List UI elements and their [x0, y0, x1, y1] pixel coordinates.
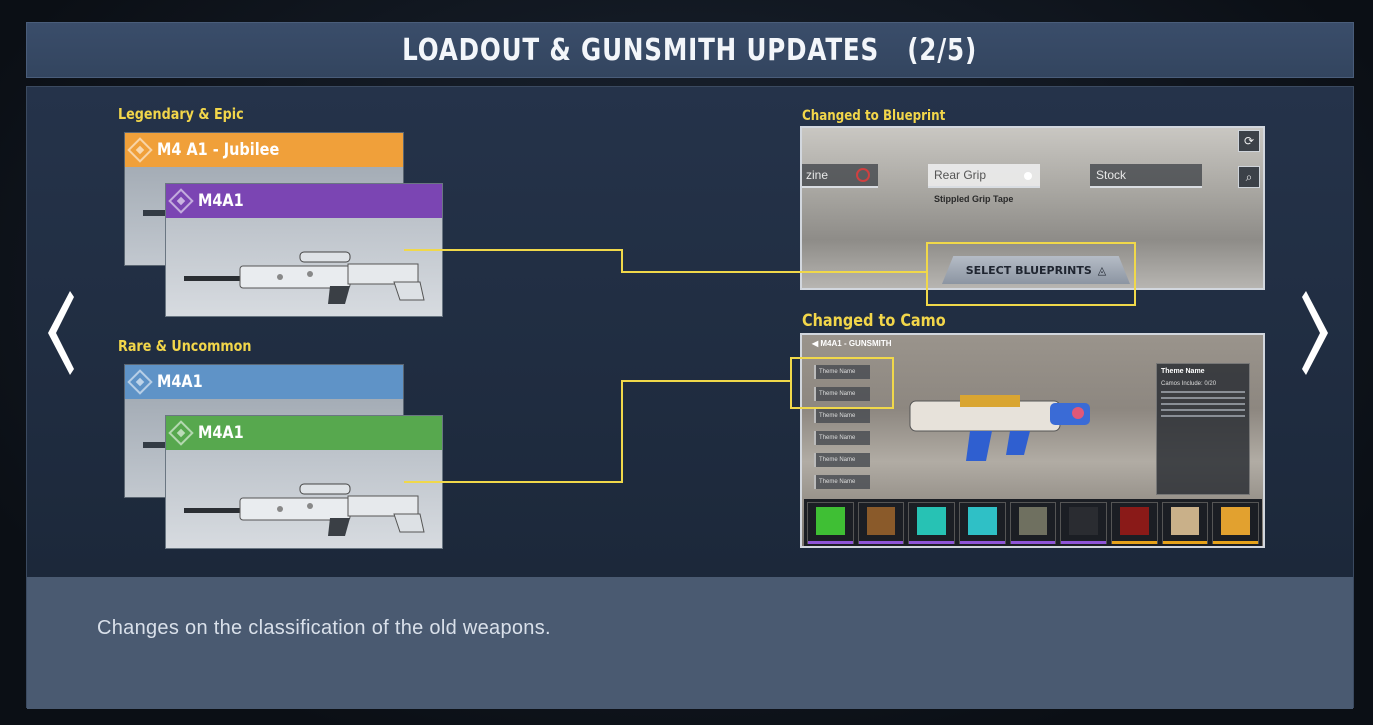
- camo-swatch-pattern: [1221, 507, 1251, 535]
- camo-swatch-pattern: [1120, 507, 1149, 535]
- camo-swatch-pattern: [816, 507, 845, 535]
- camo-theme-item: Theme Name: [814, 453, 870, 467]
- camo-screenshot: ◀ M4A1 - GUNSMITH Theme Name Theme Name …: [800, 333, 1265, 548]
- rarity-strip-rare: M4A1: [125, 365, 403, 399]
- camo-swatch: [807, 502, 854, 544]
- rarity-strip-epic: M4A1: [166, 184, 442, 218]
- rarity-icon: [168, 188, 194, 214]
- camo-info-sub: Camos Include: 0/20: [1161, 381, 1217, 387]
- page-header: LOADOUT & GUNSMITH UPDATES (2/5): [26, 22, 1354, 78]
- camo-swatch-pattern: [1170, 507, 1200, 535]
- chip-label: Rear Grip: [934, 168, 987, 182]
- refresh-icon: ⟳: [1238, 130, 1260, 152]
- attachment-chip-magazine: zine: [802, 164, 878, 188]
- camo-screen-title-text: M4A1 - GUNSMITH: [820, 339, 892, 348]
- attachment-sublabel: Stippled Grip Tape: [934, 194, 1014, 204]
- gun-stub: [143, 442, 167, 448]
- chip-label: zine: [806, 168, 829, 182]
- rare-uncommon-label: Rare & Uncommon: [118, 337, 252, 355]
- selected-dot-icon: [1024, 172, 1032, 180]
- blueprint-icon: ◬: [1097, 263, 1107, 277]
- camo-swatch-pattern: [968, 507, 997, 535]
- attachment-chip-rear-grip: Rear Grip: [928, 164, 1040, 188]
- next-page-button[interactable]: [1300, 285, 1334, 381]
- camo-info-lines: [1161, 391, 1245, 417]
- camo-screen-title: ◀ M4A1 - GUNSMITH: [812, 339, 892, 348]
- select-blueprints-label: SELECT BLUEPRINTS: [965, 263, 1092, 277]
- camo-theme-item: Theme Name: [814, 431, 870, 445]
- sniper-rifle-icon: [184, 483, 425, 536]
- camo-label: Changed to Camo: [802, 311, 946, 331]
- smg-camo-icon: [909, 395, 1090, 461]
- camo-swatch: [959, 502, 1006, 544]
- camo-swatch: [1111, 502, 1158, 544]
- sniper-rifle-icon: [184, 251, 425, 304]
- chevron-left-icon: [48, 291, 74, 375]
- camo-theme-item: Theme Name: [814, 409, 870, 423]
- camo-swatch-pattern: [866, 507, 896, 535]
- highlight-theme-list: [790, 357, 894, 409]
- camo-swatch-row: [804, 499, 1262, 546]
- rarity-icon: [127, 137, 153, 163]
- blueprint-label: Changed to Blueprint: [802, 108, 946, 124]
- rarity-icon: [127, 369, 153, 395]
- camo-swatch-pattern: [917, 507, 947, 535]
- camo-swatch: [857, 502, 905, 544]
- highlight-select-blueprints: [926, 242, 1136, 306]
- search-icon: ⌕: [1238, 166, 1260, 188]
- camo-swatch-pattern: [1018, 507, 1048, 535]
- camo-swatch: [1009, 502, 1057, 544]
- select-blueprints-button: SELECT BLUEPRINTS ◬: [942, 256, 1130, 284]
- rarity-icon: [168, 420, 194, 446]
- description-text: Changes on the classification of the old…: [97, 617, 551, 639]
- legendary-epic-label: Legendary & Epic: [118, 105, 244, 123]
- camo-info-title: Theme Name: [1161, 368, 1205, 375]
- prev-page-button[interactable]: [42, 285, 76, 381]
- rarity-strip-uncommon: M4A1: [166, 416, 442, 450]
- weapon-name: M4A1: [198, 423, 244, 443]
- camo-theme-item: Theme Name: [814, 475, 870, 489]
- weapon-card-uncommon: M4A1: [165, 415, 443, 549]
- chip-label: Stock: [1096, 168, 1127, 182]
- rarity-strip-legendary: M4 A1 - Jubilee: [125, 133, 403, 167]
- attachment-chip-stock: Stock: [1090, 164, 1202, 188]
- page-title: LOADOUT & GUNSMITH UPDATES (2/5): [402, 32, 978, 68]
- camo-swatch: [1212, 502, 1260, 544]
- camo-swatch-pattern: [1069, 507, 1099, 535]
- camo-theme-item: Theme Name: [814, 387, 870, 401]
- weapon-name: M4A1: [157, 372, 203, 392]
- weapon-name: M4 A1 - Jubilee: [157, 140, 280, 160]
- description-area: Changes on the classification of the old…: [27, 577, 1353, 709]
- camo-swatch: [1060, 502, 1108, 544]
- camo-info-panel: Theme Name Camos Include: 0/20: [1156, 363, 1250, 495]
- disabled-icon: [856, 168, 870, 182]
- chevron-right-icon: [1302, 291, 1328, 375]
- weapon-name: M4A1: [198, 191, 244, 211]
- camo-swatch: [908, 502, 956, 544]
- gun-stub: [143, 210, 167, 216]
- camo-theme-item: Theme Name: [814, 365, 870, 379]
- camo-swatch: [1161, 502, 1209, 544]
- weapon-card-epic: M4A1: [165, 183, 443, 317]
